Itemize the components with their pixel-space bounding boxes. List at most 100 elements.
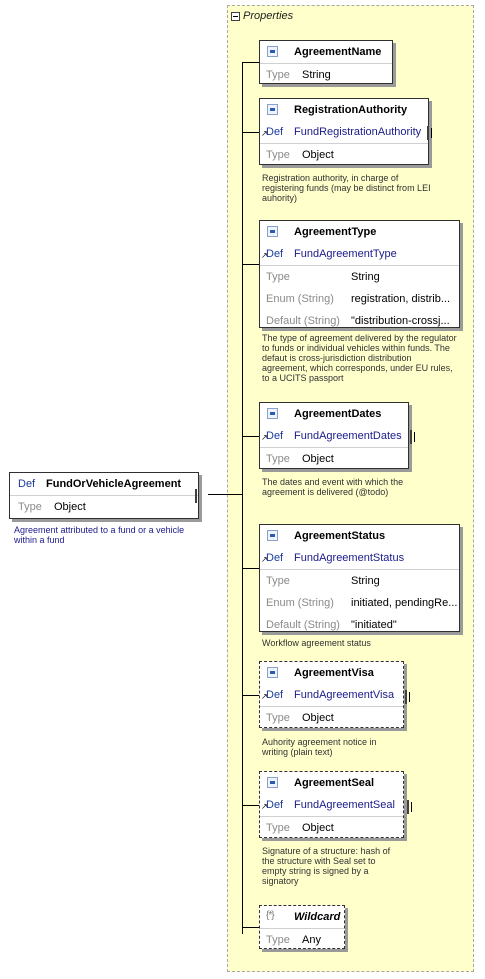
property-icon — [267, 667, 278, 678]
type-row: Type String — [260, 265, 459, 288]
title-row: AgreementDates — [260, 403, 408, 425]
reference-arrow-icon: ↗ — [261, 555, 268, 564]
node-registrationauthority[interactable]: RegistrationAuthority ↗ Def FundRegistra… — [259, 98, 429, 165]
reference-arrow-icon: ↗ — [261, 129, 268, 138]
enum-row: Enum (String) registration, distrib... — [260, 288, 459, 310]
properties-header: Properties — [231, 9, 293, 23]
enum-value: initiated, pendingRe... — [351, 597, 458, 609]
collapse-root-icon[interactable] — [195, 489, 197, 503]
title-row: AgreementType — [260, 221, 459, 243]
expand-agreementseal-icon[interactable] — [407, 800, 409, 814]
type-row: Type Any — [260, 928, 344, 951]
type-row: Type String — [260, 569, 459, 592]
root-def-label: Def — [18, 478, 36, 490]
type-value: Object — [302, 149, 334, 161]
property-icon — [267, 46, 278, 57]
def-row: ↗ Def FundAgreementSeal — [260, 794, 403, 816]
def-key: Def — [266, 430, 284, 442]
expand-registrationauthority-icon[interactable] — [427, 126, 429, 140]
root-node-fundorvehicleagreement[interactable]: Def FundOrVehicleAgreement Type Object — [9, 472, 199, 519]
def-value: FundRegistrationAuthority — [294, 126, 422, 138]
def-value: FundAgreementStatus — [294, 552, 405, 564]
enum-row: Enum (String) initiated, pendingRe... — [260, 592, 459, 614]
type-value: Any — [302, 934, 321, 946]
node-name: AgreementSeal — [294, 777, 375, 789]
node-name: RegistrationAuthority — [294, 104, 408, 116]
node-agreementtype[interactable]: AgreementType ↗ Def FundAgreementType Ty… — [259, 220, 460, 328]
type-value: String — [351, 575, 380, 587]
node-agreementvisa[interactable]: AgreementVisa ↗ Def FundAgreementVisa Ty… — [259, 661, 404, 728]
property-icon — [267, 104, 278, 115]
branch-agreementtype — [242, 264, 259, 265]
property-icon — [267, 226, 278, 237]
title-row: AgreementVisa — [260, 662, 403, 684]
type-key: Type — [266, 822, 290, 834]
def-value: FundAgreementType — [294, 248, 397, 260]
node-agreementname[interactable]: AgreementName Type String — [259, 40, 393, 84]
type-value: Object — [302, 453, 334, 465]
agreementvisa-note: Auhority agreement notice in writing (pl… — [262, 737, 377, 757]
node-name: Wildcard — [294, 911, 341, 923]
def-key: Def — [266, 689, 284, 701]
node-agreementseal[interactable]: AgreementSeal ↗ Def FundAgreementSeal Ty… — [259, 771, 404, 838]
agreementdates-note: The dates and event with which the agree… — [262, 477, 404, 497]
type-row: Type String — [260, 63, 392, 86]
node-agreementstatus[interactable]: AgreementStatus ↗ Def FundAgreementStatu… — [259, 524, 460, 632]
properties-label: Properties — [243, 10, 294, 22]
def-value: FundAgreementVisa — [294, 689, 395, 701]
title-row: {*} Wildcard — [260, 906, 344, 928]
expand-agreementvisa-icon[interactable] — [405, 690, 407, 704]
expand-agreementdates-icon[interactable] — [410, 430, 412, 444]
branch-wildcard — [242, 927, 259, 928]
registrationauthority-note: Registration authority, in charge of reg… — [262, 173, 431, 203]
type-row: Type Object — [260, 447, 408, 470]
title-row: AgreementSeal — [260, 772, 403, 794]
enum-key: Enum (String) — [266, 293, 334, 305]
type-key: Type — [266, 934, 290, 946]
branch-agreementname — [242, 62, 259, 63]
type-value: Object — [54, 501, 86, 513]
properties-trunk-line — [242, 62, 243, 934]
node-name: AgreementName — [294, 46, 382, 58]
default-value: "initiated" — [351, 619, 397, 631]
default-key: Default (String) — [266, 619, 340, 631]
def-key: Def — [266, 126, 284, 138]
property-icon — [267, 530, 278, 541]
node-wildcard[interactable]: {*} Wildcard Type Any — [259, 905, 345, 949]
type-key: Type — [266, 575, 290, 587]
type-value: Object — [302, 822, 334, 834]
def-row: ↗ Def FundRegistrationAuthority — [260, 121, 428, 143]
title-row: RegistrationAuthority — [260, 99, 428, 121]
node-name: AgreementStatus — [294, 530, 386, 542]
reference-arrow-icon: ↗ — [261, 251, 268, 260]
branch-agreementseal — [242, 805, 259, 806]
branch-registrationauthority — [242, 132, 259, 133]
type-row: Type Object — [260, 143, 428, 166]
type-row: Type Object — [260, 816, 403, 839]
type-value: String — [351, 271, 380, 283]
default-row: Default (String) "initiated" — [260, 614, 459, 636]
reference-arrow-icon: ↗ — [261, 802, 268, 811]
def-row: ↗ Def FundAgreementVisa — [260, 684, 403, 706]
node-agreementdates[interactable]: AgreementDates ↗ Def FundAgreementDates … — [259, 402, 409, 469]
wildcard-icon: {*} — [266, 910, 275, 921]
property-icon — [267, 408, 278, 419]
reference-arrow-icon: ↗ — [261, 433, 268, 442]
root-type-row: Type Object — [10, 495, 198, 518]
def-value: FundAgreementSeal — [294, 799, 395, 811]
collapse-properties-icon[interactable] — [231, 11, 240, 21]
def-key: Def — [266, 552, 284, 564]
agreementseal-note: Signature of a structure: hash of the st… — [262, 846, 391, 886]
enum-value: registration, distrib... — [351, 293, 451, 305]
title-row: AgreementName — [260, 41, 392, 63]
type-value: Object — [302, 712, 334, 724]
root-title-row: Def FundOrVehicleAgreement — [10, 473, 198, 495]
def-row: ↗ Def FundAgreementType — [260, 243, 459, 265]
type-key: Type — [266, 712, 290, 724]
agreementstatus-note: Workflow agreement status — [262, 638, 371, 648]
default-value: "distribution-crossj... — [351, 315, 450, 327]
type-key: Type — [266, 271, 290, 283]
root-note: Agreement attributed to a fund or a vehi… — [14, 525, 185, 545]
type-key: Type — [18, 501, 42, 513]
enum-key: Enum (String) — [266, 597, 334, 609]
